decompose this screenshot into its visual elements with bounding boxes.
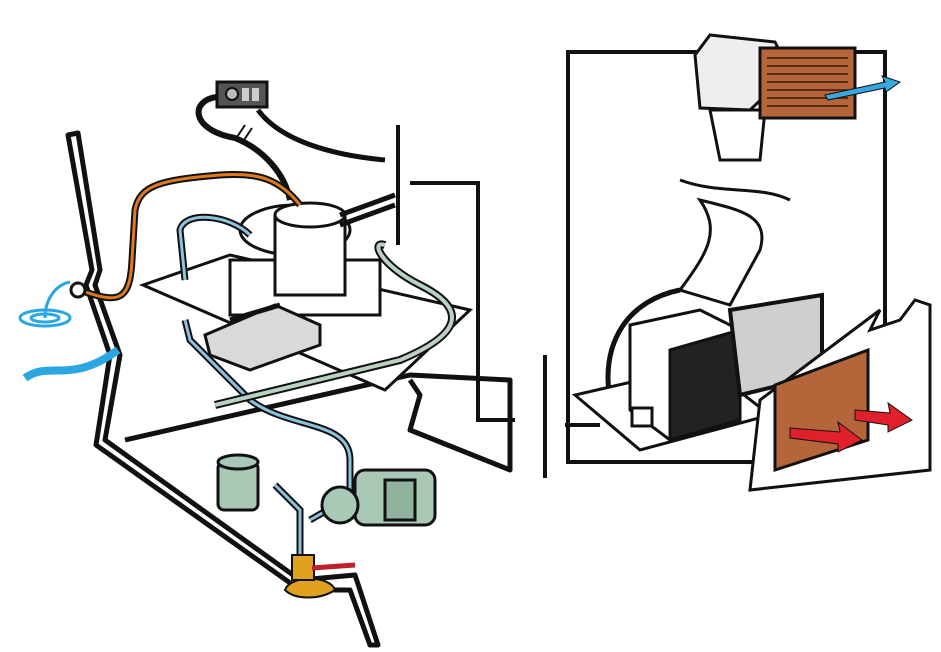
bulkhead (396, 125, 600, 478)
control-panel (195, 80, 386, 201)
return-air-grille (748, 298, 932, 492)
supply-air-grille (693, 33, 857, 120)
compressor (228, 192, 396, 317)
thru-hull-fitting (69, 281, 87, 299)
seawater-pump (320, 468, 437, 527)
strainer (216, 453, 260, 512)
flexible-duct (605, 108, 791, 401)
seacock-valve (283, 554, 356, 599)
seawater-line (176, 213, 354, 570)
hull-outline (65, 130, 513, 648)
electrical-box (203, 302, 322, 372)
condensate-line (214, 240, 456, 409)
return-air-arrows (789, 401, 913, 453)
supply-air-arrow (824, 75, 902, 101)
water-discharge (18, 280, 121, 382)
air-handler (571, 308, 774, 452)
